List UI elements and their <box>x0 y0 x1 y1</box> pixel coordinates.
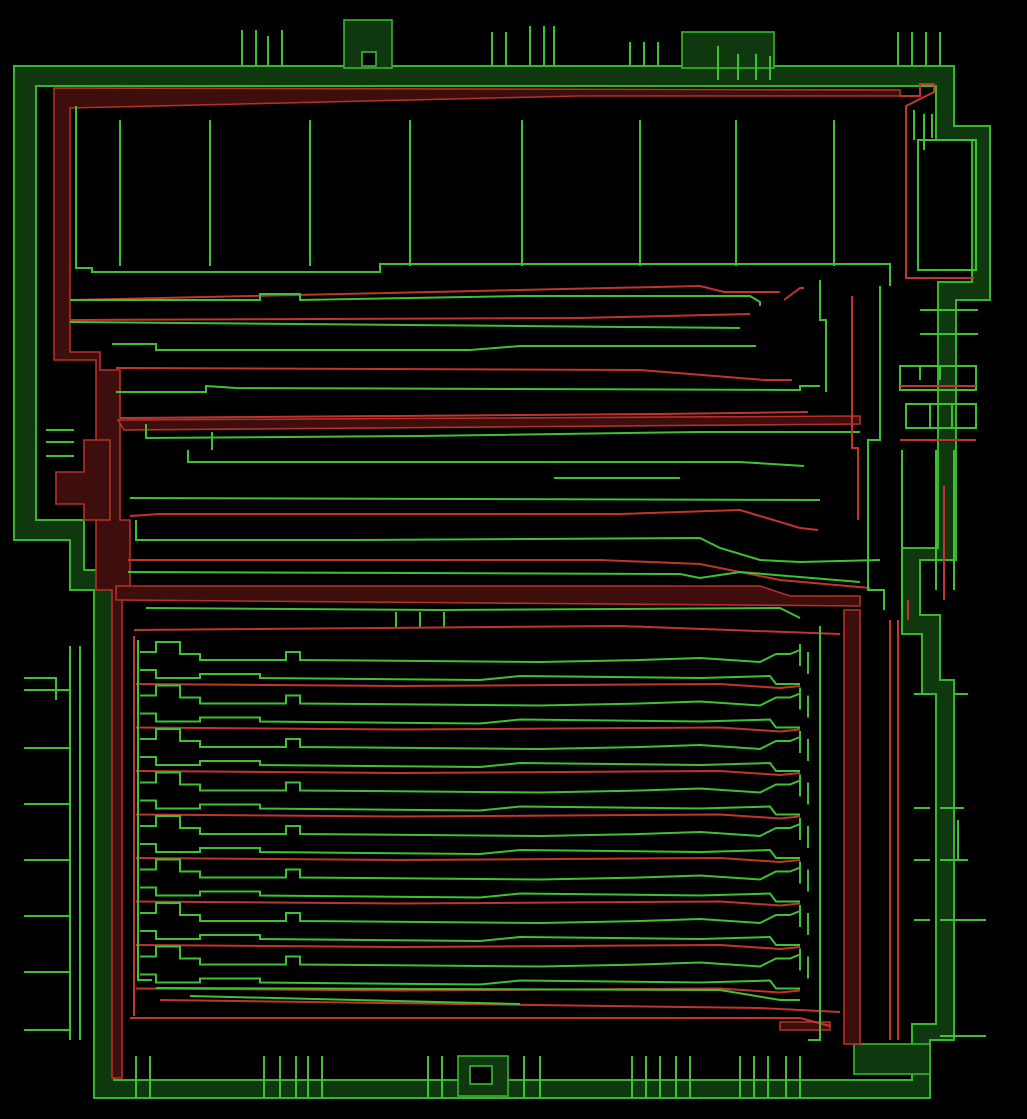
upper-right-stub <box>913 110 933 150</box>
mid-green-row-11 <box>145 606 801 619</box>
red-right-column <box>843 609 861 1045</box>
bit-row-red <box>135 769 801 777</box>
bit-row-red <box>135 813 801 820</box>
upper-block-verticals <box>119 120 835 266</box>
mid-red-row-7 <box>133 624 841 635</box>
bit-row-end-stub <box>799 687 809 718</box>
mid-green-row-6 <box>187 450 805 467</box>
mid-red-row-6 <box>128 559 871 589</box>
right-cell-structures <box>889 309 978 1040</box>
lower-bit-rows <box>135 641 809 994</box>
mid-red-row-1 <box>69 284 780 301</box>
bit-row-green-lower <box>140 843 800 859</box>
bit-row-green-upper <box>140 771 801 794</box>
bit-row-green-upper <box>140 945 801 968</box>
bit-row-end-stub <box>799 948 809 979</box>
bit-row-green-lower <box>140 669 800 685</box>
bottom-green-row-2 <box>189 995 521 1005</box>
left-bus-pins <box>46 429 74 457</box>
lower-right-spine <box>808 626 821 1041</box>
mid-green-row-2 <box>69 321 741 329</box>
bit-row-green-lower <box>140 756 800 772</box>
mid-green-row-4 <box>116 384 820 393</box>
bottom-pins-left <box>135 1056 323 1098</box>
mid-green-row-10 <box>127 570 861 583</box>
red-spine-upper <box>116 415 861 431</box>
mid-green-row-1 <box>70 293 761 306</box>
bit-row-green-lower <box>140 886 800 903</box>
bit-row-green-lower <box>140 712 800 729</box>
bit-row-red <box>135 856 801 864</box>
bottom-pins-right <box>631 1056 801 1098</box>
bottom-green-row-1 <box>155 987 800 1001</box>
top-pins-mid <box>491 26 555 66</box>
red-power-trunk <box>53 87 901 1079</box>
mid-green-riser-2 <box>819 280 827 392</box>
bottom-red-row-1 <box>159 999 841 1013</box>
right-red-vertical <box>889 486 945 1040</box>
mid-green-row-8 <box>129 497 821 501</box>
right-cell-box-1 <box>899 365 977 391</box>
bit-row-end-stub <box>799 818 809 848</box>
upper-column-block <box>75 83 977 286</box>
red-band-middle <box>115 585 861 607</box>
mid-red-corner <box>783 287 804 301</box>
bottom-right-block <box>853 1043 931 1075</box>
bottom-pins-mid <box>427 1056 541 1098</box>
bit-row-red <box>135 682 801 690</box>
red-trunk-main <box>53 87 901 1079</box>
bit-row-end-stub <box>799 905 809 935</box>
bit-row-end-stub <box>799 774 809 805</box>
bit-row-green-lower <box>140 930 800 946</box>
bottom-pad-block <box>457 1055 509 1097</box>
pin-stubs <box>24 26 986 1098</box>
top-pins-left <box>241 30 283 66</box>
bit-row-green-lower <box>140 799 800 816</box>
bit-row-end-stub <box>799 644 809 674</box>
red-left-tab <box>55 439 111 521</box>
mid-green-row-5 <box>145 424 860 440</box>
bottom-routing <box>130 626 841 1041</box>
bit-row-red <box>135 726 801 733</box>
top-pins-far-right <box>897 32 941 66</box>
bit-row-green-lower <box>140 973 800 990</box>
mid-right-riser <box>867 286 885 610</box>
bit-row-red <box>135 943 801 951</box>
bit-row-green-upper <box>140 728 801 751</box>
bit-row-end-stub <box>799 731 809 761</box>
mid-red-riser <box>851 296 859 520</box>
left-pins <box>24 646 81 1040</box>
middle-routing <box>69 280 885 635</box>
mid-green-steps <box>211 432 445 628</box>
bit-row-green-upper <box>140 684 801 707</box>
right-pins <box>940 693 986 1037</box>
mid-red-row-3 <box>115 367 792 381</box>
right-inner-rails <box>920 309 978 335</box>
mid-green-row-9 <box>135 520 881 564</box>
right-red-bus <box>900 385 976 441</box>
right-side-panel <box>917 139 977 271</box>
upper-block-outline <box>75 106 891 286</box>
bottom-pad-via <box>469 1065 493 1085</box>
right-vertical-bus <box>901 450 955 610</box>
bit-row-green-upper <box>140 902 801 925</box>
top-pins-right <box>629 42 771 80</box>
lower-left-spine <box>137 640 152 981</box>
bit-row-green-upper <box>140 641 801 664</box>
bit-row-end-stub <box>799 861 809 892</box>
upper-right-loop <box>900 83 974 279</box>
mid-green-row-3 <box>112 343 756 351</box>
bit-row-green-upper <box>140 858 801 881</box>
bit-row-red <box>135 987 801 994</box>
right-cell-dividers <box>919 366 953 428</box>
bit-row-red <box>135 900 801 907</box>
top-pad-via <box>361 51 377 67</box>
mid-red-row-4 <box>119 411 809 419</box>
top-right-pad-block <box>681 31 775 69</box>
right-inner-stubs <box>914 693 930 921</box>
mid-red-row-5 <box>129 508 819 531</box>
bit-row-green-upper <box>140 815 801 838</box>
mid-red-row-2 <box>69 313 751 321</box>
